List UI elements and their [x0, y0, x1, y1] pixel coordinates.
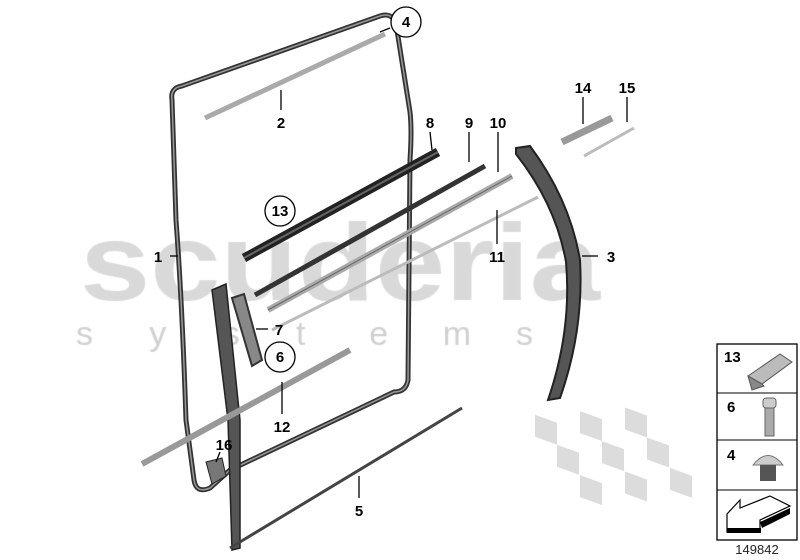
callout-2: 2 [277, 115, 285, 132]
legend-label-4: 4 [727, 447, 736, 464]
part-5-strip [229, 406, 463, 550]
callout-13: 13 [272, 203, 289, 220]
callout-14: 14 [575, 80, 592, 97]
callout-11: 11 [489, 249, 505, 266]
callout-8: 8 [426, 115, 434, 132]
legend-label-13: 13 [724, 349, 741, 366]
part-14-strip [560, 114, 614, 146]
callout-10: 10 [490, 115, 507, 132]
part-15-strip [583, 126, 635, 158]
callout-1: 1 [154, 249, 162, 266]
screw-icon [762, 397, 777, 437]
part-9-strip [253, 163, 487, 298]
direction-arrow-icon [726, 495, 792, 533]
parts-legend: 13 6 4 149842 [716, 343, 798, 557]
clip-nut-icon [747, 353, 793, 391]
callout-6: 6 [276, 349, 284, 366]
part-2-strip [203, 31, 387, 121]
part-3-seal [515, 144, 582, 402]
watermark-checker-flag [535, 407, 692, 506]
callout-5: 5 [355, 503, 363, 520]
callout-9: 9 [465, 115, 473, 132]
legend-label-6: 6 [727, 399, 735, 416]
callout-3: 3 [607, 249, 615, 266]
callout-15: 15 [619, 80, 636, 97]
diagram-number: 149842 [735, 542, 778, 557]
part-11-strip [271, 195, 539, 332]
part-12-strip [140, 347, 352, 467]
plug-cap-icon [751, 455, 785, 481]
callout-7: 7 [275, 322, 283, 339]
part-7-bracket [230, 292, 264, 368]
callouts: 4 2 8 9 10 14 15 13 1 11 3 7 6 12 16 5 [154, 6, 636, 520]
callout-4: 4 [402, 14, 411, 31]
callout-12: 12 [274, 419, 291, 436]
leader-lines [170, 27, 628, 498]
callout-16: 16 [216, 437, 233, 454]
